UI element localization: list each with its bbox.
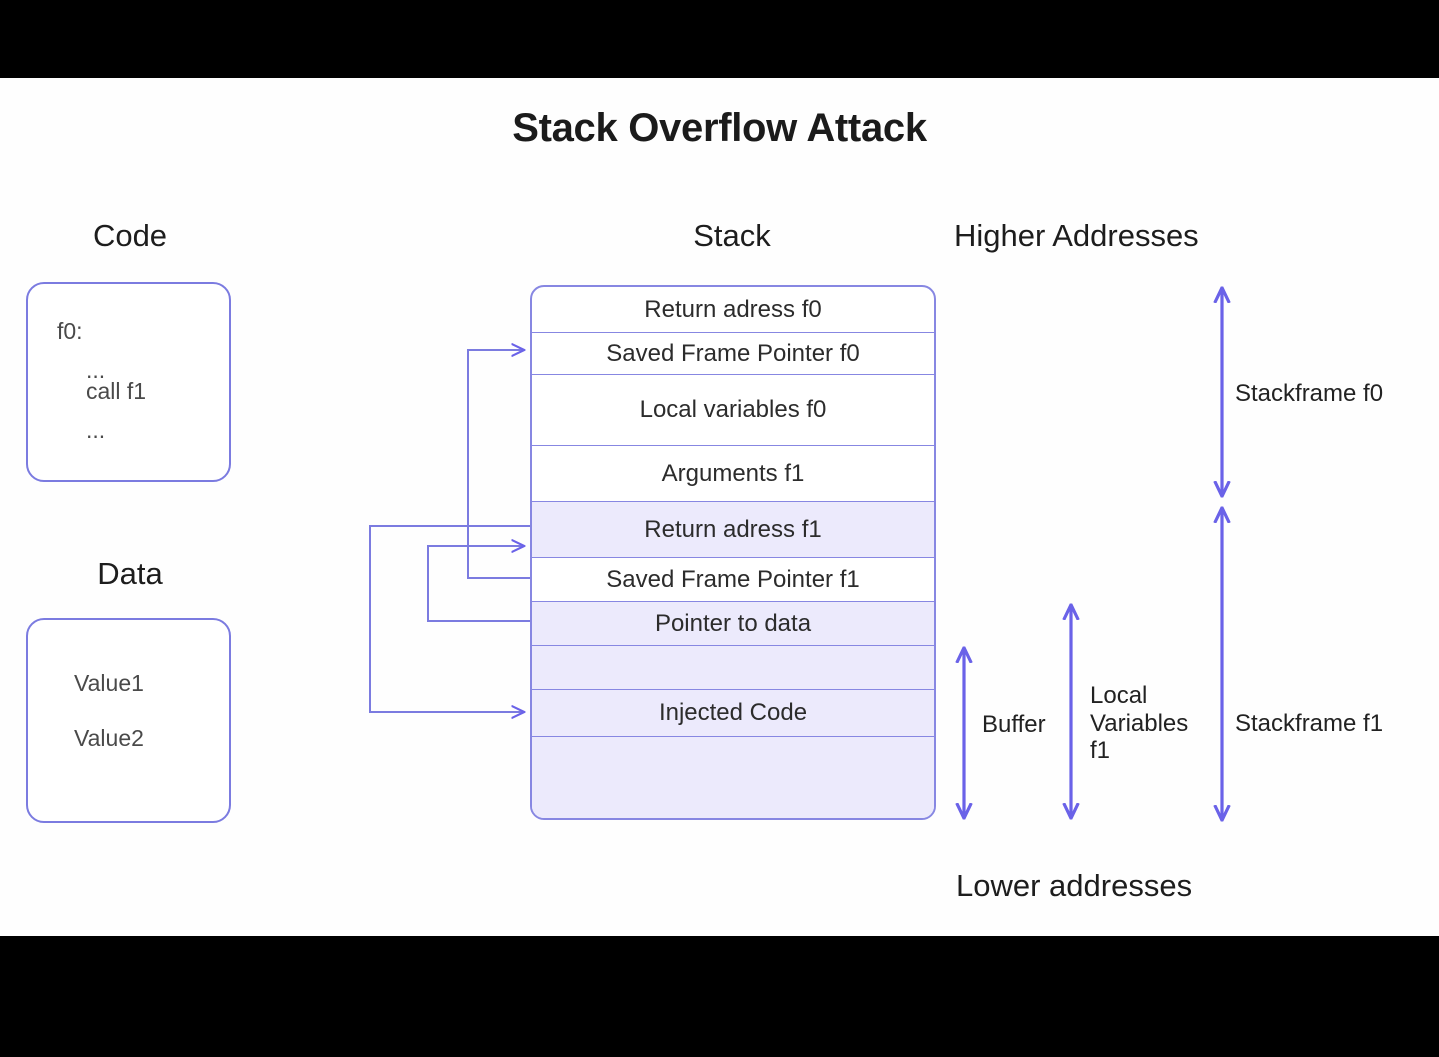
code-line-1: ... bbox=[86, 357, 106, 383]
stack-row: Local variables f0 bbox=[532, 375, 934, 446]
data-heading: Data bbox=[97, 556, 163, 591]
stackframe-f1-label: Stackframe f1 bbox=[1235, 710, 1384, 737]
data-line-1: Value2 bbox=[74, 725, 144, 751]
data-line-0: Value1 bbox=[74, 670, 144, 696]
stack-row-label: Arguments f1 bbox=[661, 459, 805, 487]
stack-row-label: Return adress f1 bbox=[644, 515, 822, 543]
stack-row: Saved Frame Pointer f1 bbox=[532, 558, 934, 602]
higher-addresses-label: Higher Addresses bbox=[954, 218, 1199, 253]
stack-row: Return adress f0 bbox=[532, 287, 934, 333]
diagram-canvas: Stack Overflow Attack Code Data Stack f0… bbox=[0, 78, 1439, 936]
stack-row bbox=[532, 737, 934, 818]
page-title: Stack Overflow Attack bbox=[512, 106, 927, 150]
stack-region-box: Return adress f0 Saved Frame Pointer f0 Lo… bbox=[530, 285, 936, 820]
local-variables-f1-label: Local Variables f1 bbox=[1090, 682, 1189, 765]
pointer-arrow-sfp-f1-to-sfp-f0 bbox=[467, 350, 530, 579]
pointer-arrow-ptr-to-data-to-ra-f1 bbox=[427, 546, 530, 622]
stack-row-label: Pointer to data bbox=[654, 609, 812, 637]
code-line-0: f0: bbox=[57, 318, 83, 344]
stack-row-label: Saved Frame Pointer f1 bbox=[606, 565, 860, 593]
stack-row-label: Saved Frame Pointer f0 bbox=[606, 339, 860, 367]
stack-row: Return adress f1 bbox=[532, 502, 934, 558]
stack-row: Injected Code bbox=[532, 690, 934, 737]
lower-addresses-label: Lower addresses bbox=[956, 868, 1193, 903]
code-line-3: ... bbox=[86, 417, 106, 443]
stack-row-label: Injected Code bbox=[658, 699, 808, 726]
code-heading: Code bbox=[92, 218, 168, 253]
buffer-label: Buffer bbox=[982, 711, 1046, 738]
stack-row: Saved Frame Pointer f0 bbox=[532, 333, 934, 375]
data-region-box bbox=[26, 618, 231, 823]
stack-row bbox=[532, 646, 934, 690]
stack-row-label: Local variables f0 bbox=[639, 396, 827, 423]
stackframe-f0-label: Stackframe f0 bbox=[1235, 380, 1384, 407]
pointer-arrow-ra-f1-to-injected-code bbox=[369, 525, 530, 712]
stack-heading: Stack bbox=[693, 218, 771, 253]
stack-row: Pointer to data bbox=[532, 602, 934, 646]
code-line-2: call f1 bbox=[86, 378, 147, 404]
code-region-box bbox=[26, 282, 231, 482]
stack-row: Arguments f1 bbox=[532, 446, 934, 502]
stack-row-label: Return adress f0 bbox=[644, 295, 822, 323]
